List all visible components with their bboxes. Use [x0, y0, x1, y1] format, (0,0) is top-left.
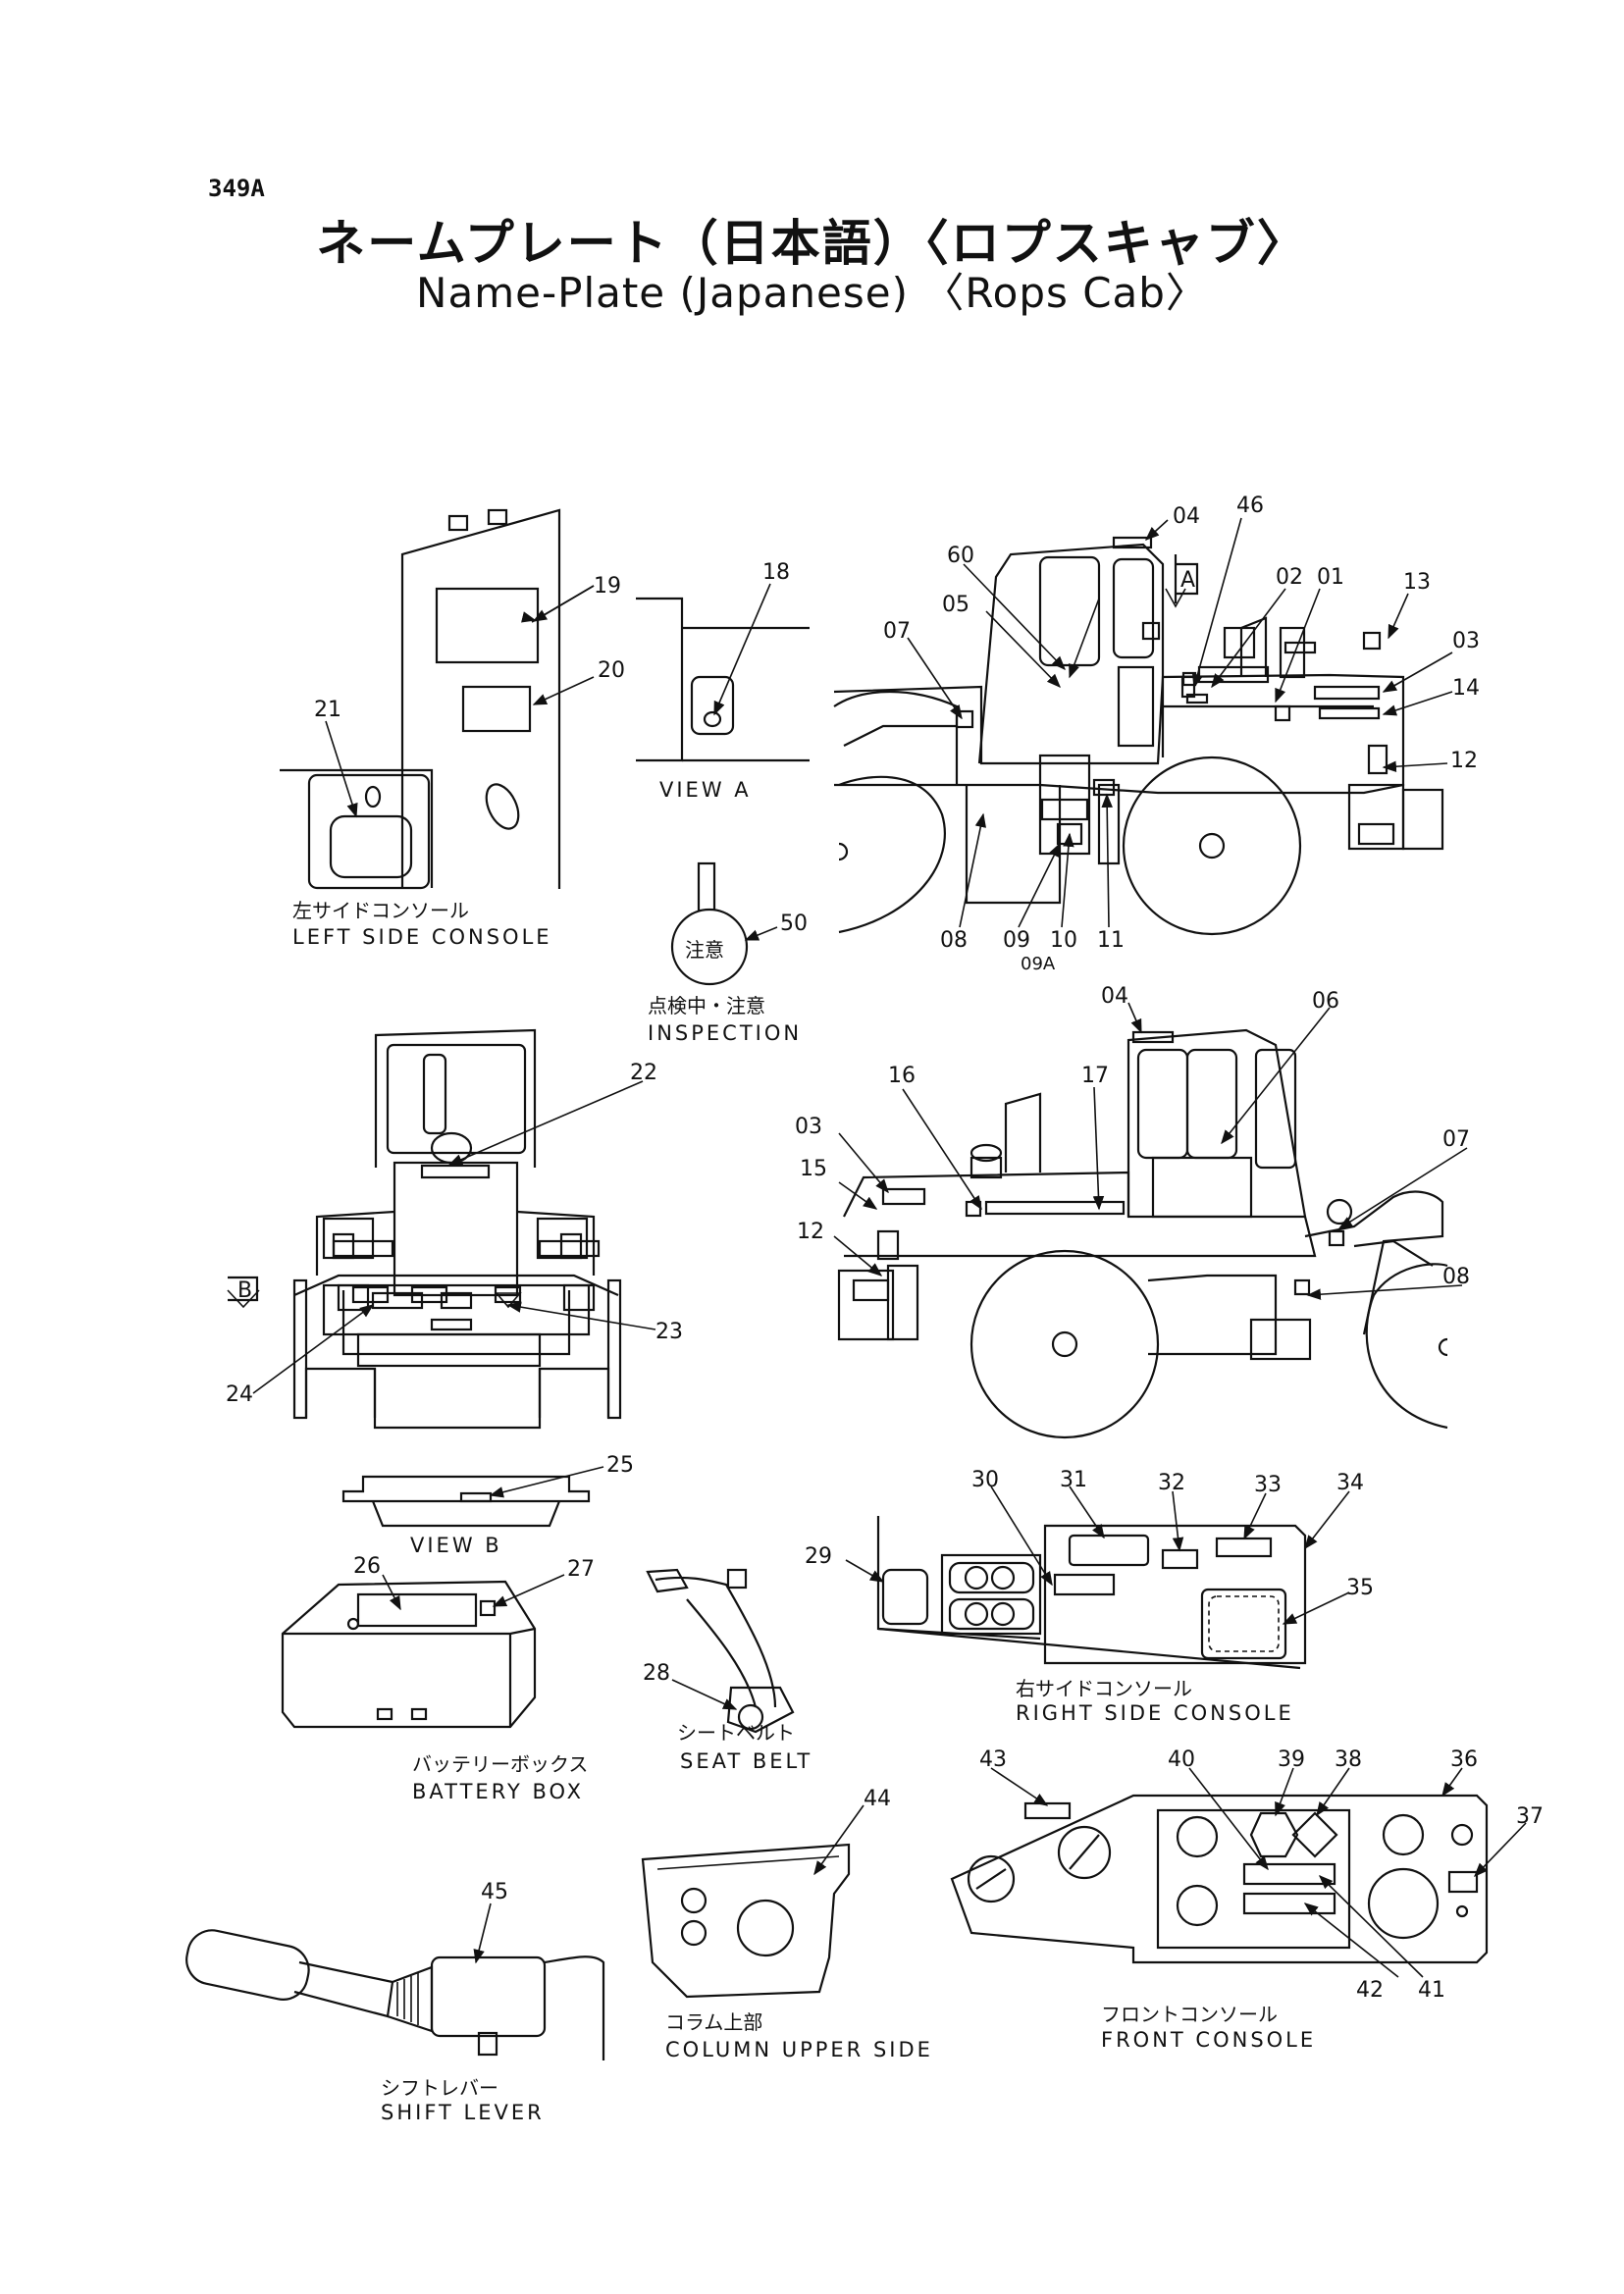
callout-15: 15	[800, 1157, 827, 1181]
right-side-console-view: 29 30 31 32 33 34 35 右サイドコンソール RIGHT SID…	[805, 1468, 1374, 1725]
front-console-view: 43 40 39 38 36 37 42 41 フロントコンソール FRONT …	[950, 1747, 1544, 2052]
callout-41: 41	[1418, 1978, 1445, 2003]
column-upper-side-label-en: COLUMN UPPER SIDE	[665, 2038, 933, 2061]
callout-36: 36	[1450, 1747, 1478, 1772]
shift-lever-view: 45 シフトレバー SHIFT LEVER	[185, 1880, 605, 2124]
seat-belt-label-en: SEAT BELT	[680, 1749, 812, 1773]
column-upper-side-label-jp: コラム上部	[665, 2010, 762, 2034]
callout-08-upper: 08	[940, 928, 968, 953]
seat-belt-view: 28 シートベルト SEAT BELT	[643, 1568, 812, 1773]
right-side-console-label-en: RIGHT SIDE CONSOLE	[1016, 1701, 1294, 1725]
callout-44: 44	[864, 1787, 891, 1811]
callout-34: 34	[1336, 1471, 1364, 1495]
callout-32: 32	[1158, 1471, 1185, 1495]
callout-31: 31	[1060, 1468, 1087, 1492]
view-a-label: VIEW A	[659, 778, 752, 802]
callout-12-lower: 12	[797, 1220, 824, 1244]
inspection-badge-text: 注意	[685, 938, 724, 962]
callout-11: 11	[1097, 928, 1125, 953]
callout-24: 24	[226, 1382, 253, 1407]
seat-belt-label-jp: シートベルト	[677, 1721, 795, 1745]
title-japanese: ネームプレート（日本語）〈ロプスキャブ〉	[316, 215, 1308, 272]
inspection-label-en: INSPECTION	[648, 1021, 802, 1045]
callout-10: 10	[1050, 928, 1077, 953]
shift-lever-label-jp: シフトレバー	[381, 2076, 498, 2100]
callout-37: 37	[1516, 1804, 1544, 1829]
callout-02: 02	[1276, 565, 1303, 590]
view-b-label: VIEW B	[410, 1534, 502, 1557]
callout-03-lower: 03	[795, 1115, 822, 1139]
callout-25: 25	[606, 1453, 634, 1478]
callout-17: 17	[1081, 1064, 1109, 1088]
callout-35: 35	[1346, 1576, 1374, 1600]
left-side-console-label-en: LEFT SIDE CONSOLE	[292, 925, 552, 949]
callout-12-upper: 12	[1450, 749, 1478, 773]
callout-45: 45	[481, 1880, 508, 1904]
view-b-marker: B	[237, 1278, 252, 1303]
callout-16: 16	[888, 1064, 916, 1088]
callout-06: 06	[1312, 989, 1339, 1014]
callout-19: 19	[594, 574, 621, 599]
callout-14: 14	[1452, 676, 1480, 701]
front-console-label-jp: フロントコンソール	[1101, 2003, 1278, 2026]
callout-27: 27	[567, 1557, 595, 1582]
battery-box-view: 26 27 バッテリーボックス BATTERY BOX	[281, 1554, 595, 1803]
machine-front-view: 22 23 24 B	[226, 1028, 683, 1430]
callout-09: 09	[1003, 928, 1030, 953]
callout-18: 18	[762, 560, 790, 585]
callout-46: 46	[1236, 494, 1264, 518]
callout-42: 42	[1356, 1978, 1384, 2003]
callout-30: 30	[971, 1468, 999, 1492]
callout-21: 21	[314, 698, 341, 722]
callout-29: 29	[805, 1544, 832, 1569]
callout-07-upper: 07	[883, 619, 911, 644]
callout-07-lower: 07	[1442, 1127, 1470, 1152]
right-side-console-label-jp: 右サイドコンソール	[1016, 1677, 1192, 1700]
callout-33: 33	[1254, 1473, 1282, 1497]
callout-50: 50	[780, 912, 808, 936]
callout-01: 01	[1317, 565, 1344, 590]
callout-03-upper: 03	[1452, 629, 1480, 653]
left-side-console-label-jp: 左サイドコンソール	[292, 899, 469, 922]
callout-40: 40	[1168, 1747, 1195, 1772]
battery-box-label-en: BATTERY BOX	[412, 1780, 584, 1803]
front-console-label-en: FRONT CONSOLE	[1101, 2028, 1316, 2052]
page-code: 349A	[208, 175, 265, 202]
callout-22: 22	[630, 1061, 657, 1085]
title-english: Name-Plate (Japanese) 〈Rops Cab〉	[416, 269, 1208, 317]
callout-26: 26	[353, 1554, 381, 1579]
machine-side-view-upper: A 04 46 02 01 13 03 14 12 60 05 07 08 09…	[833, 494, 1480, 974]
inspection-label-jp: 点検中・注意	[648, 994, 765, 1017]
shift-lever-label-en: SHIFT LEVER	[381, 2101, 545, 2124]
view-a: 18 VIEW A	[636, 560, 810, 802]
view-b: 25 VIEW B	[341, 1453, 634, 1557]
callout-13: 13	[1403, 570, 1431, 595]
callout-39: 39	[1278, 1747, 1305, 1772]
left-side-console-view: 19 20 21 左サイドコンソール LEFT SIDE CONSOLE	[280, 508, 625, 949]
machine-side-view-lower: 04 06 17 16 03 15 12 07 08	[795, 984, 1470, 1439]
view-a-marker: A	[1180, 568, 1195, 593]
battery-box-label-jp: バッテリーボックス	[412, 1752, 588, 1776]
callout-60: 60	[947, 544, 974, 568]
callout-28: 28	[643, 1661, 670, 1686]
callout-09a: 09A	[1021, 954, 1056, 974]
callout-43: 43	[979, 1747, 1007, 1772]
column-upper-side-view: 44 コラム上部 COLUMN UPPER SIDE	[641, 1787, 933, 2061]
callout-20: 20	[598, 658, 625, 683]
callout-08-lower: 08	[1442, 1265, 1470, 1289]
callout-05: 05	[942, 593, 969, 617]
inspection-tag: 注意 50 点検中・注意 INSPECTION	[648, 861, 808, 1045]
callout-38: 38	[1335, 1747, 1362, 1772]
callout-23: 23	[655, 1320, 683, 1344]
callout-04-lower: 04	[1101, 984, 1128, 1009]
callout-04-upper: 04	[1173, 504, 1200, 529]
